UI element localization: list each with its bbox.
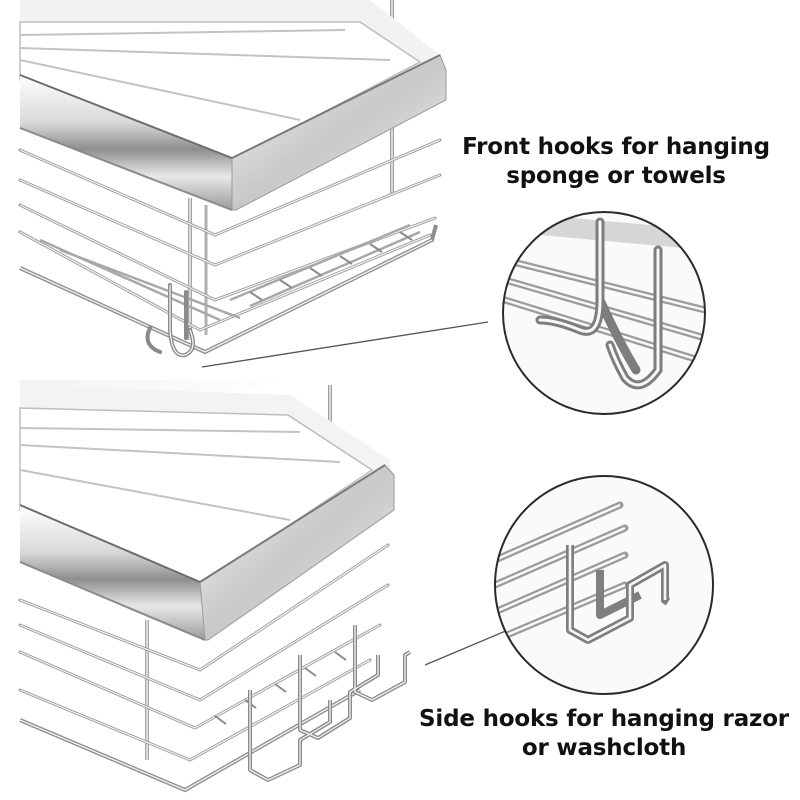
front-hooks-caption-line-2: sponge or towels: [506, 162, 726, 189]
bottom-basket: [18, 380, 412, 793]
side-hooks-caption-line-1: Side hooks for hanging razor: [419, 706, 789, 732]
side-hooks-caption-line-2: or washcloth: [521, 734, 687, 761]
side-hooks-caption: Side hooks for hanging razor or washclot…: [414, 705, 794, 763]
front-hooks-caption-line-1: Front hooks for hanging: [462, 134, 770, 160]
front-hook-zoom-icon: [502, 211, 706, 415]
side-hook-zoom-icon: [494, 475, 714, 695]
front-hooks-caption: Front hooks for hanging sponge or towels: [460, 133, 772, 191]
leader-line-top: [201, 321, 489, 368]
leader-line-bottom: [424, 629, 509, 666]
top-basket: [18, 0, 447, 358]
